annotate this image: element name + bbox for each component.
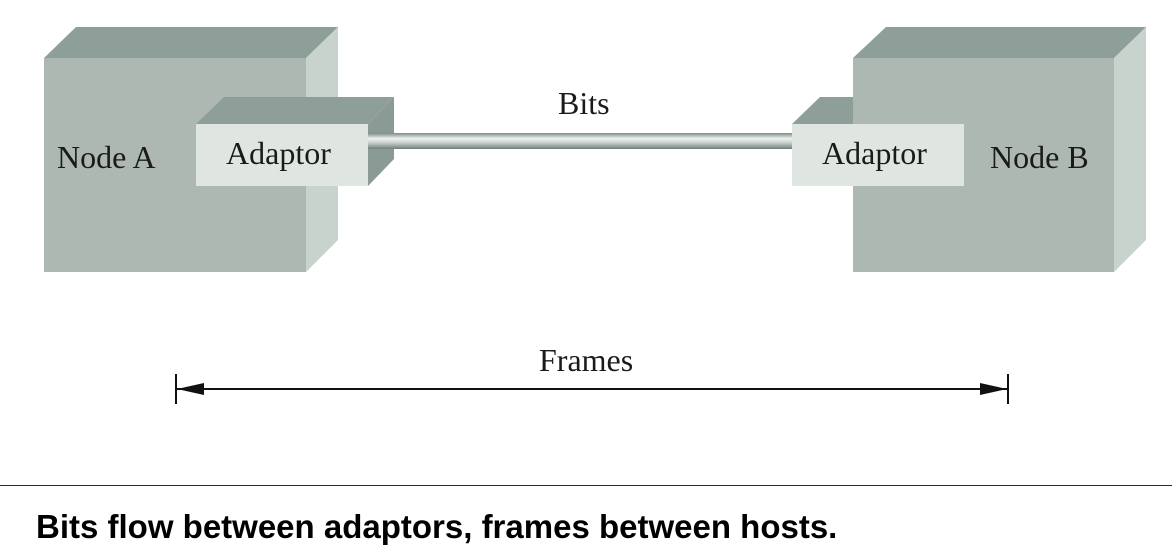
adaptor-a-top-face xyxy=(196,97,394,124)
adaptor-a-label: Adaptor xyxy=(226,135,331,171)
bits-cable xyxy=(368,133,792,149)
node-b-label: Node B xyxy=(990,139,1089,175)
node-b-side-face xyxy=(1114,27,1146,272)
adaptor-b-top-face xyxy=(792,97,853,124)
frames-label: Frames xyxy=(539,342,634,378)
frames-arrow xyxy=(175,374,1009,404)
bits-label: Bits xyxy=(558,85,610,121)
node-a-label: Node A xyxy=(57,139,156,175)
adaptor-b-front-face xyxy=(792,124,964,186)
frames-arrow-left-head xyxy=(177,383,204,395)
node-a-top-face xyxy=(44,27,338,58)
adaptor-b-label: Adaptor xyxy=(822,135,927,171)
network-diagram: Node A Node B Adaptor Adaptor Bits Frame… xyxy=(44,27,1146,404)
frames-arrow-right-head xyxy=(980,383,1007,395)
adaptor-b-box xyxy=(792,97,964,186)
adaptor-a-box xyxy=(196,97,394,186)
diagram-canvas xyxy=(44,27,1146,404)
figure-caption: Bits flow between adaptors, frames betwe… xyxy=(36,508,838,545)
node-b-top-face xyxy=(853,27,1146,58)
caption-divider xyxy=(0,485,1172,486)
adaptor-a-front-face xyxy=(196,124,368,186)
